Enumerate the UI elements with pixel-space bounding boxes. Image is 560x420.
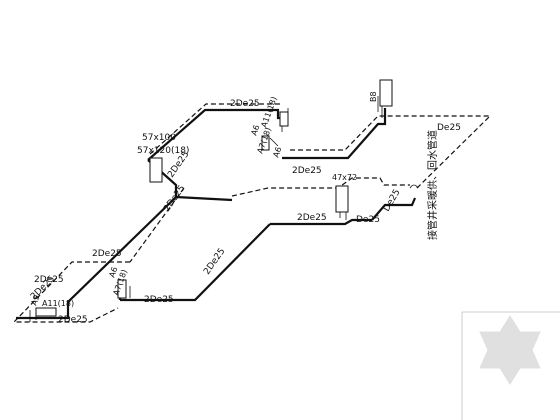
pipe-label-2de25-far-left: 2De25	[34, 275, 64, 285]
pipe-label-de25-mid-right: De25	[356, 215, 380, 225]
return-pipe-top-right	[290, 115, 492, 191]
label-a9: A9	[29, 294, 41, 307]
pipe-labels: 2De25 De25 2De25 2De25 2De25 De25 De25 2…	[29, 99, 461, 325]
star-logo-icon	[479, 315, 541, 385]
radiator-a7-bottom	[117, 279, 127, 299]
supply-pipe-upper-right	[282, 108, 387, 160]
pipe-label-2de25-left-upper: 2De25	[92, 249, 122, 259]
supply-pipe-diag-down	[120, 223, 271, 302]
pipe-label-2de25-mid-diag: 2De25	[162, 184, 187, 214]
radiator-labels: B8 A11(18) A6 A7(18) A6 57x100 57x120(18…	[29, 91, 378, 308]
supply-pipe-mid-right	[270, 218, 372, 226]
label-a6-bottom: A6	[107, 266, 119, 279]
pipe-label-2de25-mid-upper: 2De25	[292, 166, 322, 176]
supply-pipe-right	[371, 197, 417, 221]
label-b8: B8	[369, 91, 378, 102]
radiator-47x72	[335, 185, 349, 213]
radiator-a7-top	[261, 135, 270, 151]
watermark-logo	[461, 311, 560, 420]
pipe-label-2de25-bottom: 2De25	[144, 295, 174, 305]
supply-pipes	[16, 108, 417, 320]
label-47x72: 47x72	[332, 173, 357, 182]
radiator-57x100	[149, 157, 163, 183]
label-a6-2: A6	[271, 146, 283, 159]
supply-pipe-left-drop	[16, 159, 178, 320]
return-pipe-top	[149, 103, 280, 155]
return-pipe-left-diag	[129, 187, 185, 263]
note-label: 接管井采暖供、回水管道	[426, 130, 439, 240]
return-pipe-mid	[12, 261, 130, 323]
fittings	[29, 96, 419, 322]
radiator-a11-top	[279, 111, 289, 127]
supply-pipe-mid	[175, 195, 233, 202]
label-57x100: 57x100	[142, 133, 176, 143]
radiator-b8	[379, 79, 393, 107]
return-pipe-lower-right	[231, 177, 410, 197]
radiator-a11-bottom	[35, 307, 57, 317]
radiators	[35, 79, 393, 317]
return-pipes	[12, 103, 492, 323]
pipe-label-de25-right-riser: De25	[382, 188, 403, 214]
label-a6-top: A6	[249, 124, 261, 137]
label-a11-top: A11(18)	[259, 95, 278, 128]
pipe-label-2de25-mid-right: 2De25	[297, 213, 327, 223]
pipe-label-2de25-top: 2De25	[230, 99, 260, 109]
label-a11-bottom: A11(18)	[42, 299, 74, 308]
label-57x120: 57x120(18)	[137, 146, 189, 156]
pipe-label-2de25-bottom-left: 2De25	[58, 315, 88, 325]
pipe-label-de25-top-right: De25	[437, 123, 461, 133]
